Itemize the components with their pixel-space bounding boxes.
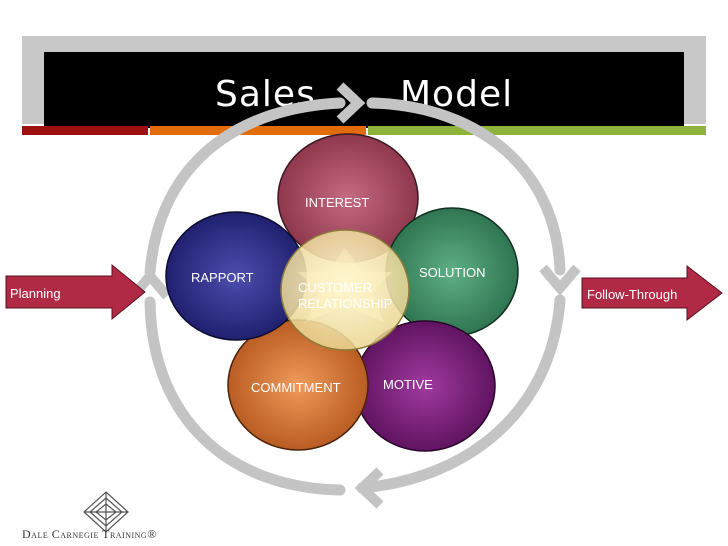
accent-bar-red [22,126,148,135]
label-follow-through: Follow-Through [587,287,677,302]
label-solution: SOLUTION [419,265,485,280]
label-motive: MOTIVE [383,377,433,392]
label-commitment: COMMITMENT [251,380,341,395]
arrowhead-top [336,82,366,124]
cycle-arc-bottom-right [356,294,566,494]
arrowhead-bottom [354,467,384,509]
label-center-line2: RELATIONSHIP [298,296,392,311]
label-center-line1: CUSTOMER [298,280,372,295]
cycle-arrows [144,97,566,496]
center-star-highlight [298,248,392,322]
footer-logo-text: Dale Carnegie Training® [22,527,157,541]
dale-carnegie-logo-mark [83,491,129,533]
label-rapport: RAPPORT [191,270,254,285]
center-customer-relationship [280,229,410,351]
title-bar [44,52,684,128]
follow-through-arrow [581,264,723,322]
planning-arrow [5,263,146,321]
cycle-arc-top-right [366,97,566,276]
label-interest: INTEREST [305,195,369,210]
arrowhead-right [539,264,581,296]
cycle-arc-top-left [144,97,346,278]
label-planning: Planning [10,286,61,301]
accent-bar-orange [150,126,366,135]
accent-bar-green [368,126,706,135]
cycle-arc-bottom-left [144,296,346,496]
